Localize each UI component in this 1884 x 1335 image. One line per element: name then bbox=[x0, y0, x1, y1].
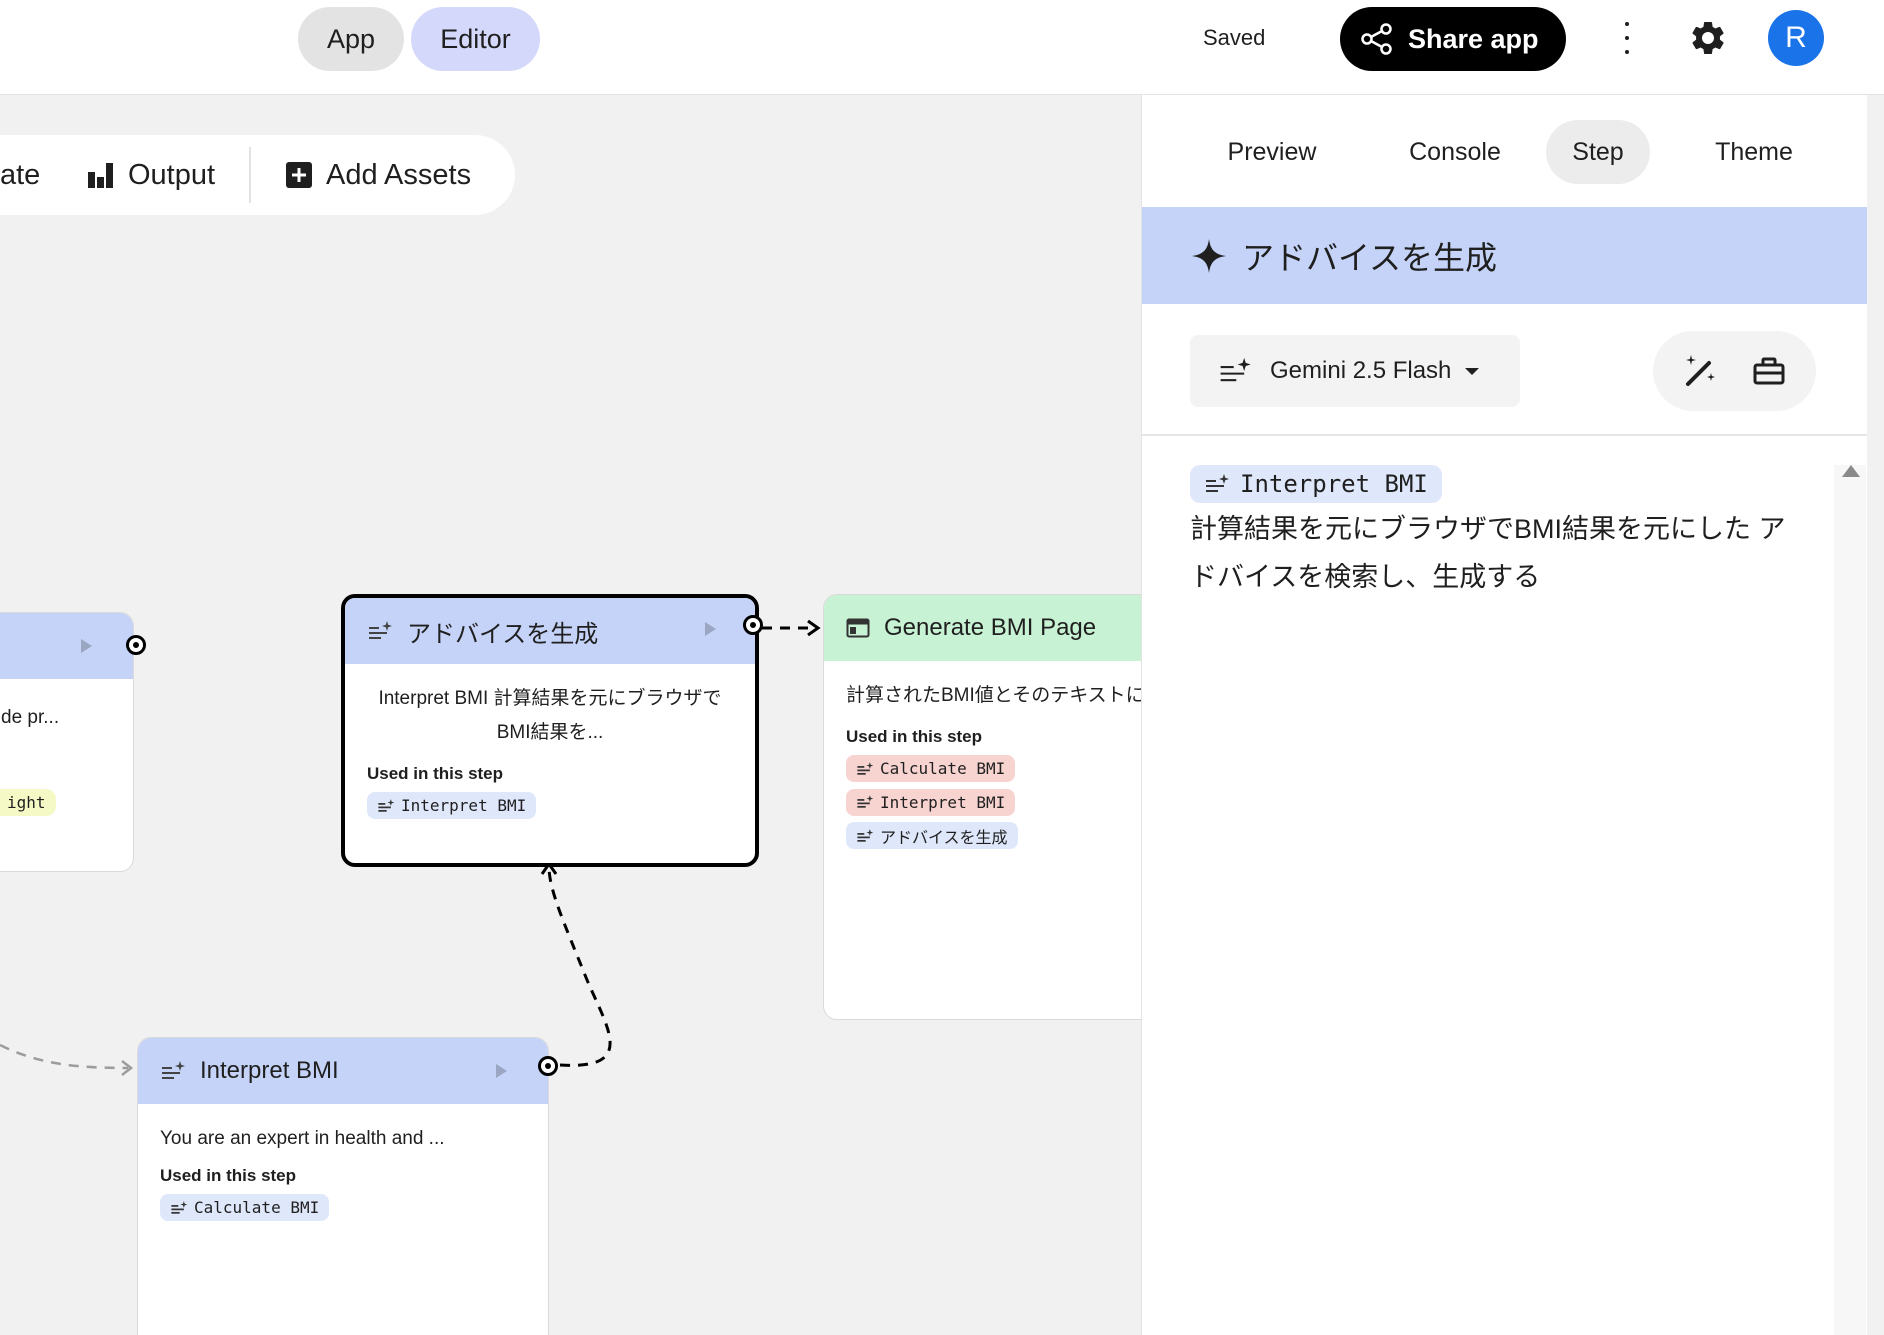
sparkle-icon bbox=[1192, 238, 1226, 273]
scrollbar[interactable] bbox=[1834, 465, 1866, 1335]
sparkle-list-icon bbox=[857, 761, 874, 775]
add-assets-button[interactable]: Add Assets bbox=[284, 135, 471, 215]
node-generate-page[interactable]: Generate BMI Page 計算されたBMI値とそのテキストに 釈を表示… bbox=[823, 594, 1141, 1020]
chip-label: Calculate BMI bbox=[880, 759, 1006, 778]
edge-incoming-gray bbox=[0, 1043, 129, 1070]
generate-button[interactable]: ate bbox=[0, 135, 40, 215]
tab-theme[interactable]: Theme bbox=[1715, 137, 1793, 166]
node-title: Interpret BMI bbox=[200, 1057, 339, 1084]
chip-label: Interpret BMI bbox=[401, 796, 527, 815]
node-advice[interactable]: アドバイスを生成 Interpret BMI 計算結果を元にブラウザで BMI結… bbox=[341, 594, 759, 867]
flow-canvas[interactable]: ate Output Add Assets bbox=[0, 95, 1141, 1335]
step-tools bbox=[1653, 331, 1816, 411]
sparkle-list-icon bbox=[857, 828, 874, 842]
asset-chip[interactable]: Calculate BMI bbox=[846, 755, 1016, 782]
output-port[interactable] bbox=[743, 615, 763, 635]
step-header: アドバイスを生成 bbox=[1142, 207, 1867, 304]
chip-label: Interpret BMI bbox=[880, 792, 1006, 812]
edge-interpret-to-advice bbox=[547, 866, 612, 1067]
top-bar: App Editor Saved Share app R bbox=[0, 0, 1884, 95]
gear-icon[interactable] bbox=[1688, 18, 1728, 58]
output-port[interactable] bbox=[126, 635, 146, 655]
editor-tab[interactable]: Editor bbox=[411, 7, 540, 71]
edge-layer bbox=[0, 619, 821, 1076]
asset-chip[interactable]: ight bbox=[0, 789, 56, 816]
model-selector[interactable]: Gemini 2.5 Flash bbox=[1190, 335, 1520, 407]
app-tab[interactable]: App bbox=[298, 7, 404, 71]
node-description: Interpret BMI 計算結果を元にブラウザで BMI結果を... bbox=[378, 688, 722, 743]
asset-chip[interactable]: Interpret BMI bbox=[846, 788, 1016, 816]
share-icon bbox=[1361, 23, 1392, 55]
sparkle-list-icon bbox=[162, 1061, 185, 1079]
node-description: de pr... bbox=[1, 707, 60, 728]
used-in-step-label: Used in this step bbox=[367, 764, 504, 783]
generate-label: ate bbox=[0, 158, 41, 191]
step-title: アドバイスを生成 bbox=[1242, 239, 1498, 276]
play-icon[interactable] bbox=[705, 622, 716, 636]
sparkle-list-icon bbox=[1206, 474, 1229, 492]
step-panel: Preview Console Step Theme アドバイスを生成 Gemi… bbox=[1141, 95, 1867, 1335]
play-icon[interactable] bbox=[81, 639, 92, 653]
output-label: Output bbox=[128, 158, 216, 191]
node-description: You are an expert in health and ... bbox=[160, 1128, 445, 1149]
toolbar-divider bbox=[249, 147, 251, 203]
sparkle-list-icon bbox=[378, 798, 395, 812]
chip-label: アドバイスを生成 bbox=[880, 827, 1008, 847]
edge-arrowhead bbox=[807, 619, 821, 637]
panel-divider bbox=[1142, 434, 1867, 436]
asset-chip[interactable]: Calculate BMI bbox=[160, 1194, 330, 1221]
tab-step[interactable]: Step bbox=[1546, 120, 1650, 184]
node-interpret[interactable]: Interpret BMI You are an expert in healt… bbox=[137, 1037, 549, 1335]
canvas-toolbar: ate Output Add Assets bbox=[0, 135, 515, 215]
avatar[interactable]: R bbox=[1768, 10, 1824, 66]
prompt-editor[interactable]: Interpret BMI 計算結果を元にブラウザでBMI結果を元にした アドバ… bbox=[1190, 465, 1810, 601]
chevron-down-icon bbox=[1465, 367, 1480, 375]
add-box-icon bbox=[286, 162, 312, 188]
output-icon bbox=[88, 163, 113, 188]
chip-label: Calculate BMI bbox=[194, 1198, 320, 1217]
toolbox-icon[interactable] bbox=[1749, 351, 1789, 391]
used-in-step-label: Used in this step bbox=[846, 727, 983, 746]
node-header bbox=[0, 613, 133, 679]
sparkle-list-icon bbox=[171, 1200, 188, 1214]
play-icon[interactable] bbox=[496, 1064, 507, 1078]
share-app-label: Share app bbox=[1408, 23, 1539, 54]
save-status: Saved bbox=[1203, 25, 1266, 50]
sparkle-list-icon bbox=[857, 795, 874, 808]
node-partial-left[interactable]: de pr... ight bbox=[0, 612, 134, 872]
prompt-text: 計算結果を元にブラウザでBMI結果を元にした アドバイスを検索し、生成する bbox=[1190, 514, 1786, 592]
scroll-up-arrow-icon[interactable] bbox=[1842, 465, 1860, 477]
edge-arrowhead bbox=[121, 1060, 134, 1076]
used-in-step-label: Used in this step bbox=[160, 1166, 297, 1185]
asset-chip[interactable]: アドバイスを生成 bbox=[846, 822, 1018, 849]
panel-tabs: Preview Console Step Theme bbox=[1142, 95, 1867, 207]
node-title: アドバイスを生成 bbox=[407, 620, 599, 648]
node-description: 計算されたBMI値とそのテキストに 釈を表示する、ユーザーフ... bbox=[846, 685, 1141, 706]
add-assets-label: Add Assets bbox=[326, 158, 472, 191]
asset-chip[interactable]: Interpret BMI bbox=[367, 792, 537, 819]
prompt-asset-chip[interactable]: Interpret BMI bbox=[1190, 465, 1442, 503]
node-header: アドバイスを生成 bbox=[345, 598, 755, 664]
output-button[interactable]: Output bbox=[86, 135, 215, 215]
tab-preview[interactable]: Preview bbox=[1227, 137, 1317, 166]
sparkle-list-icon bbox=[1220, 357, 1251, 382]
node-header: Interpret BMI bbox=[138, 1038, 548, 1104]
node-title: Generate BMI Page bbox=[884, 614, 1097, 641]
prompt-chip-label: Interpret BMI bbox=[1240, 470, 1428, 498]
node-header: Generate BMI Page bbox=[824, 595, 1141, 661]
tab-console[interactable]: Console bbox=[1409, 137, 1501, 166]
magic-wand-icon[interactable] bbox=[1679, 351, 1719, 391]
sparkle-list-icon bbox=[369, 621, 392, 639]
web-page-icon bbox=[846, 618, 870, 638]
more-options-icon[interactable] bbox=[1612, 18, 1642, 58]
output-port[interactable] bbox=[538, 1056, 558, 1076]
share-app-button[interactable]: Share app bbox=[1340, 7, 1566, 71]
model-name: Gemini 2.5 Flash bbox=[1270, 357, 1452, 384]
